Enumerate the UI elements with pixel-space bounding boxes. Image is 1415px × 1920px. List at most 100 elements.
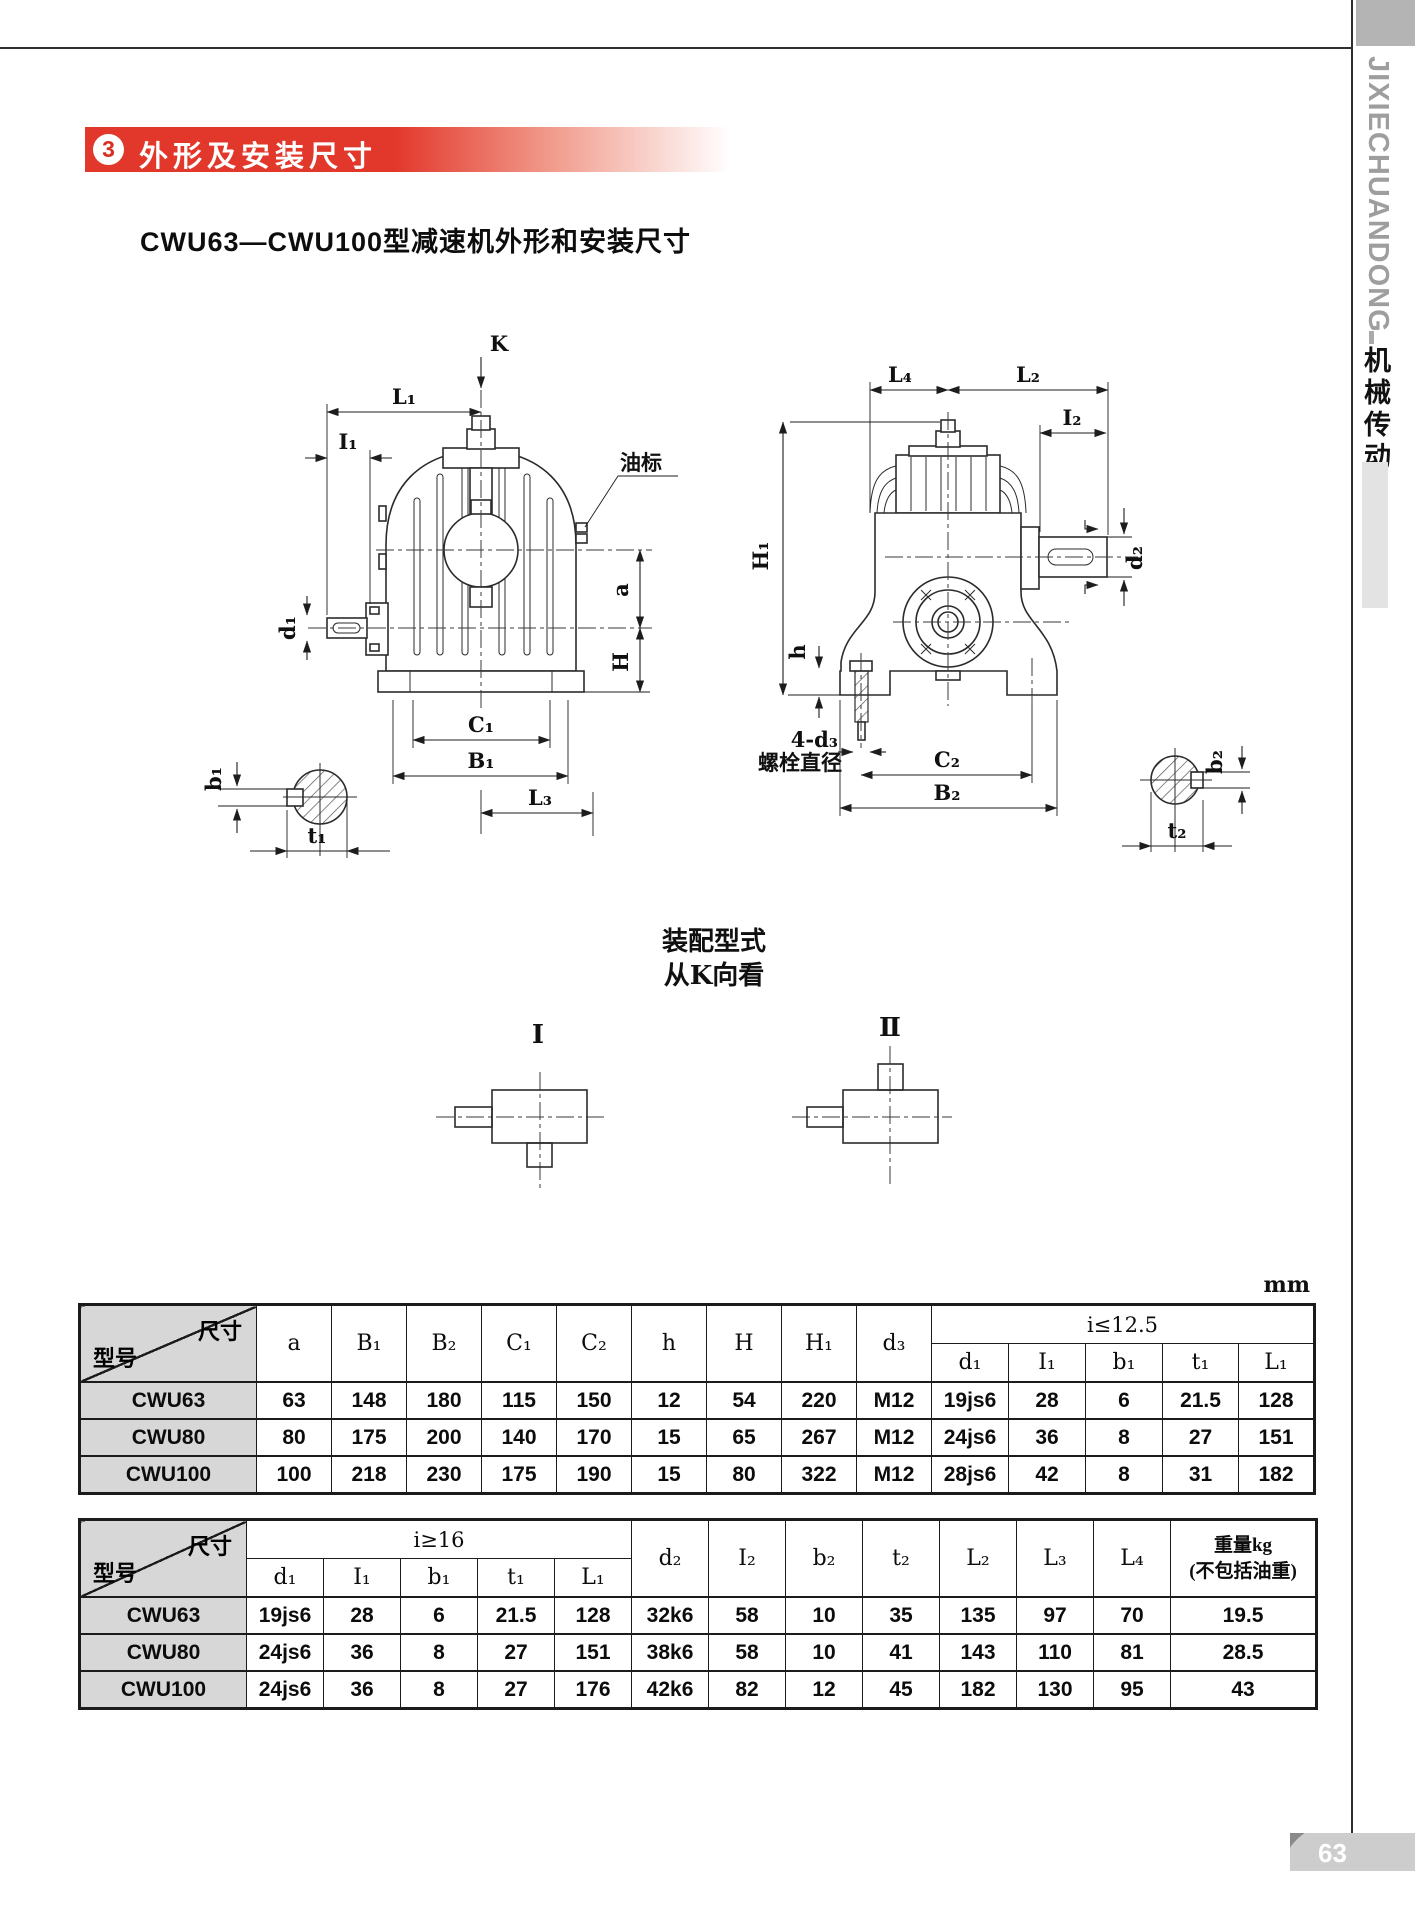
section-number-badge: 3: [93, 134, 124, 165]
value-cell: 41: [862, 1633, 941, 1672]
section-title: 外形及安装尺寸: [139, 141, 378, 173]
value-cell: 110: [1016, 1633, 1095, 1672]
section-banner: 3 外形及安装尺寸: [85, 127, 730, 173]
col-header: d₃: [856, 1304, 932, 1383]
oil-gauge-label: 油标: [620, 451, 662, 475]
weight-header: 重量kg (不包括油重): [1170, 1519, 1318, 1598]
value-cell: 35: [862, 1596, 941, 1635]
value-cell: 27: [477, 1633, 555, 1672]
model-cell: CWU63: [79, 1381, 257, 1420]
value-cell: 218: [331, 1455, 407, 1494]
assembly-title-line2: 从K向看: [664, 960, 765, 991]
value-cell: 24js6: [931, 1418, 1009, 1457]
dimension-table-1: 尺寸 型号 a B₁ B₂ C₁ C₂ h H H₁ d₃ i≤12.5 d₁ …: [78, 1303, 1317, 1495]
value-cell: 182: [1237, 1455, 1316, 1494]
col-header: C₂: [556, 1304, 632, 1383]
value-cell: 10: [785, 1596, 864, 1635]
dimension-table-2: 尺寸 型号 i≥16 d₂ I₂ b₂ t₂ L₂ L₃ L₄ 重量kg (不包…: [78, 1518, 1319, 1710]
bolt-label-line1: 4-d₃: [791, 727, 838, 752]
assembly-title-line1: 装配型式: [662, 927, 766, 957]
value-cell: 58: [708, 1596, 787, 1635]
value-cell: 28js6: [931, 1455, 1009, 1494]
sidebar-divider: [1369, 331, 1374, 344]
value-cell: 180: [406, 1381, 482, 1420]
value-cell: 190: [556, 1455, 632, 1494]
model-cell: CWU80: [79, 1633, 247, 1672]
value-cell: 45: [862, 1670, 941, 1709]
col-header: B₂: [406, 1304, 482, 1383]
assembly-drawing-ii: [792, 1046, 952, 1186]
value-cell: 140: [481, 1418, 557, 1457]
dim-label-i2: I₂: [1062, 405, 1081, 430]
value-cell: 42: [1008, 1455, 1086, 1494]
value-cell: 21.5: [1162, 1381, 1239, 1420]
table-row: CWU63 63 148 180 115 150 12 54 220 M12 1…: [79, 1381, 1316, 1420]
page-number-box: 63: [1290, 1833, 1415, 1871]
sidebar-rule: [1351, 0, 1353, 1833]
dim-label-key-t1: t₁: [308, 823, 327, 848]
value-cell: 143: [939, 1633, 1018, 1672]
page-number-ornament: [1290, 1833, 1415, 1871]
value-cell: 12: [785, 1670, 864, 1709]
value-cell: 200: [406, 1418, 482, 1457]
col-header: B₁: [331, 1304, 407, 1383]
value-cell: 230: [406, 1455, 482, 1494]
value-cell: 148: [331, 1381, 407, 1420]
technical-drawing: K L₁ I₁ 油标 d₁ a H: [201, 331, 1250, 1192]
ratio-span-header: i≤12.5: [930, 1304, 1316, 1344]
value-cell: 100: [256, 1455, 332, 1494]
col-header: h: [631, 1304, 707, 1383]
value-cell: 36: [1008, 1418, 1086, 1457]
sidebar-category: 机械传动: [1360, 346, 1390, 474]
value-cell: 170: [556, 1418, 632, 1457]
value-cell: 128: [1237, 1381, 1316, 1420]
weight-header-line2: (不包括油重): [1189, 1560, 1297, 1582]
value-cell: 24js6: [246, 1670, 324, 1709]
value-cell: 70: [1093, 1596, 1172, 1635]
bolt-label-line2: 螺栓直径: [758, 751, 842, 775]
col-header: a: [256, 1304, 332, 1383]
value-cell: 27: [1162, 1418, 1239, 1457]
value-cell: 32k6: [631, 1596, 710, 1635]
corner-label-model: 型号: [93, 1346, 138, 1371]
col-header: b₂: [785, 1519, 864, 1598]
value-cell: 8: [1085, 1455, 1163, 1494]
corner-cell: 尺寸 型号: [79, 1304, 257, 1383]
table-row: CWU100 100 218 230 175 190 15 80 322 M12…: [79, 1455, 1316, 1494]
value-cell: 80: [256, 1418, 332, 1457]
front-view: [308, 360, 652, 712]
value-cell: 95: [1093, 1670, 1172, 1709]
value-cell: 267: [781, 1418, 857, 1457]
value-cell: 36: [323, 1633, 401, 1672]
table-row: CWU63 19js6 28 6 21.5 128 32k6 58 10 35 …: [79, 1596, 1318, 1635]
value-cell: 43: [1170, 1670, 1318, 1709]
dim-label-key-b2: b₂: [1202, 750, 1227, 774]
sub-header: b₁: [1085, 1343, 1163, 1383]
dim-label-i1: I₁: [338, 429, 357, 454]
value-cell: 19js6: [246, 1596, 324, 1635]
value-cell: M12: [856, 1455, 932, 1494]
assembly-section: 装配型式 从K向看 I Ⅱ: [436, 927, 952, 1192]
value-cell: 150: [556, 1381, 632, 1420]
sub-header: I₁: [1008, 1343, 1086, 1383]
value-cell: 97: [1016, 1596, 1095, 1635]
assembly-label-ii: Ⅱ: [879, 1013, 901, 1043]
col-header: H: [706, 1304, 782, 1383]
sub-header: L₁: [1237, 1343, 1316, 1383]
ratio-span-header: i≥16: [245, 1519, 633, 1559]
sub-header: I₁: [323, 1558, 401, 1598]
value-cell: 182: [939, 1670, 1018, 1709]
col-header: C₁: [481, 1304, 557, 1383]
corner-block: [1356, 0, 1415, 46]
dim-label-b1-cap: B₁: [468, 748, 495, 773]
assembly-drawing-i: [436, 1072, 604, 1192]
dim-label-k: K: [490, 331, 509, 356]
table-row: CWU100 24js6 36 8 27 176 42k6 82 12 45 1…: [79, 1670, 1318, 1709]
dim-label-c2: C₂: [934, 747, 960, 772]
dim-label-key-t2: t₂: [1168, 818, 1187, 843]
dim-label-h: h: [785, 644, 810, 659]
value-cell: 12: [631, 1381, 707, 1420]
dim-label-l1: L₁: [392, 384, 416, 409]
value-cell: 10: [785, 1633, 864, 1672]
value-cell: 65: [706, 1418, 782, 1457]
